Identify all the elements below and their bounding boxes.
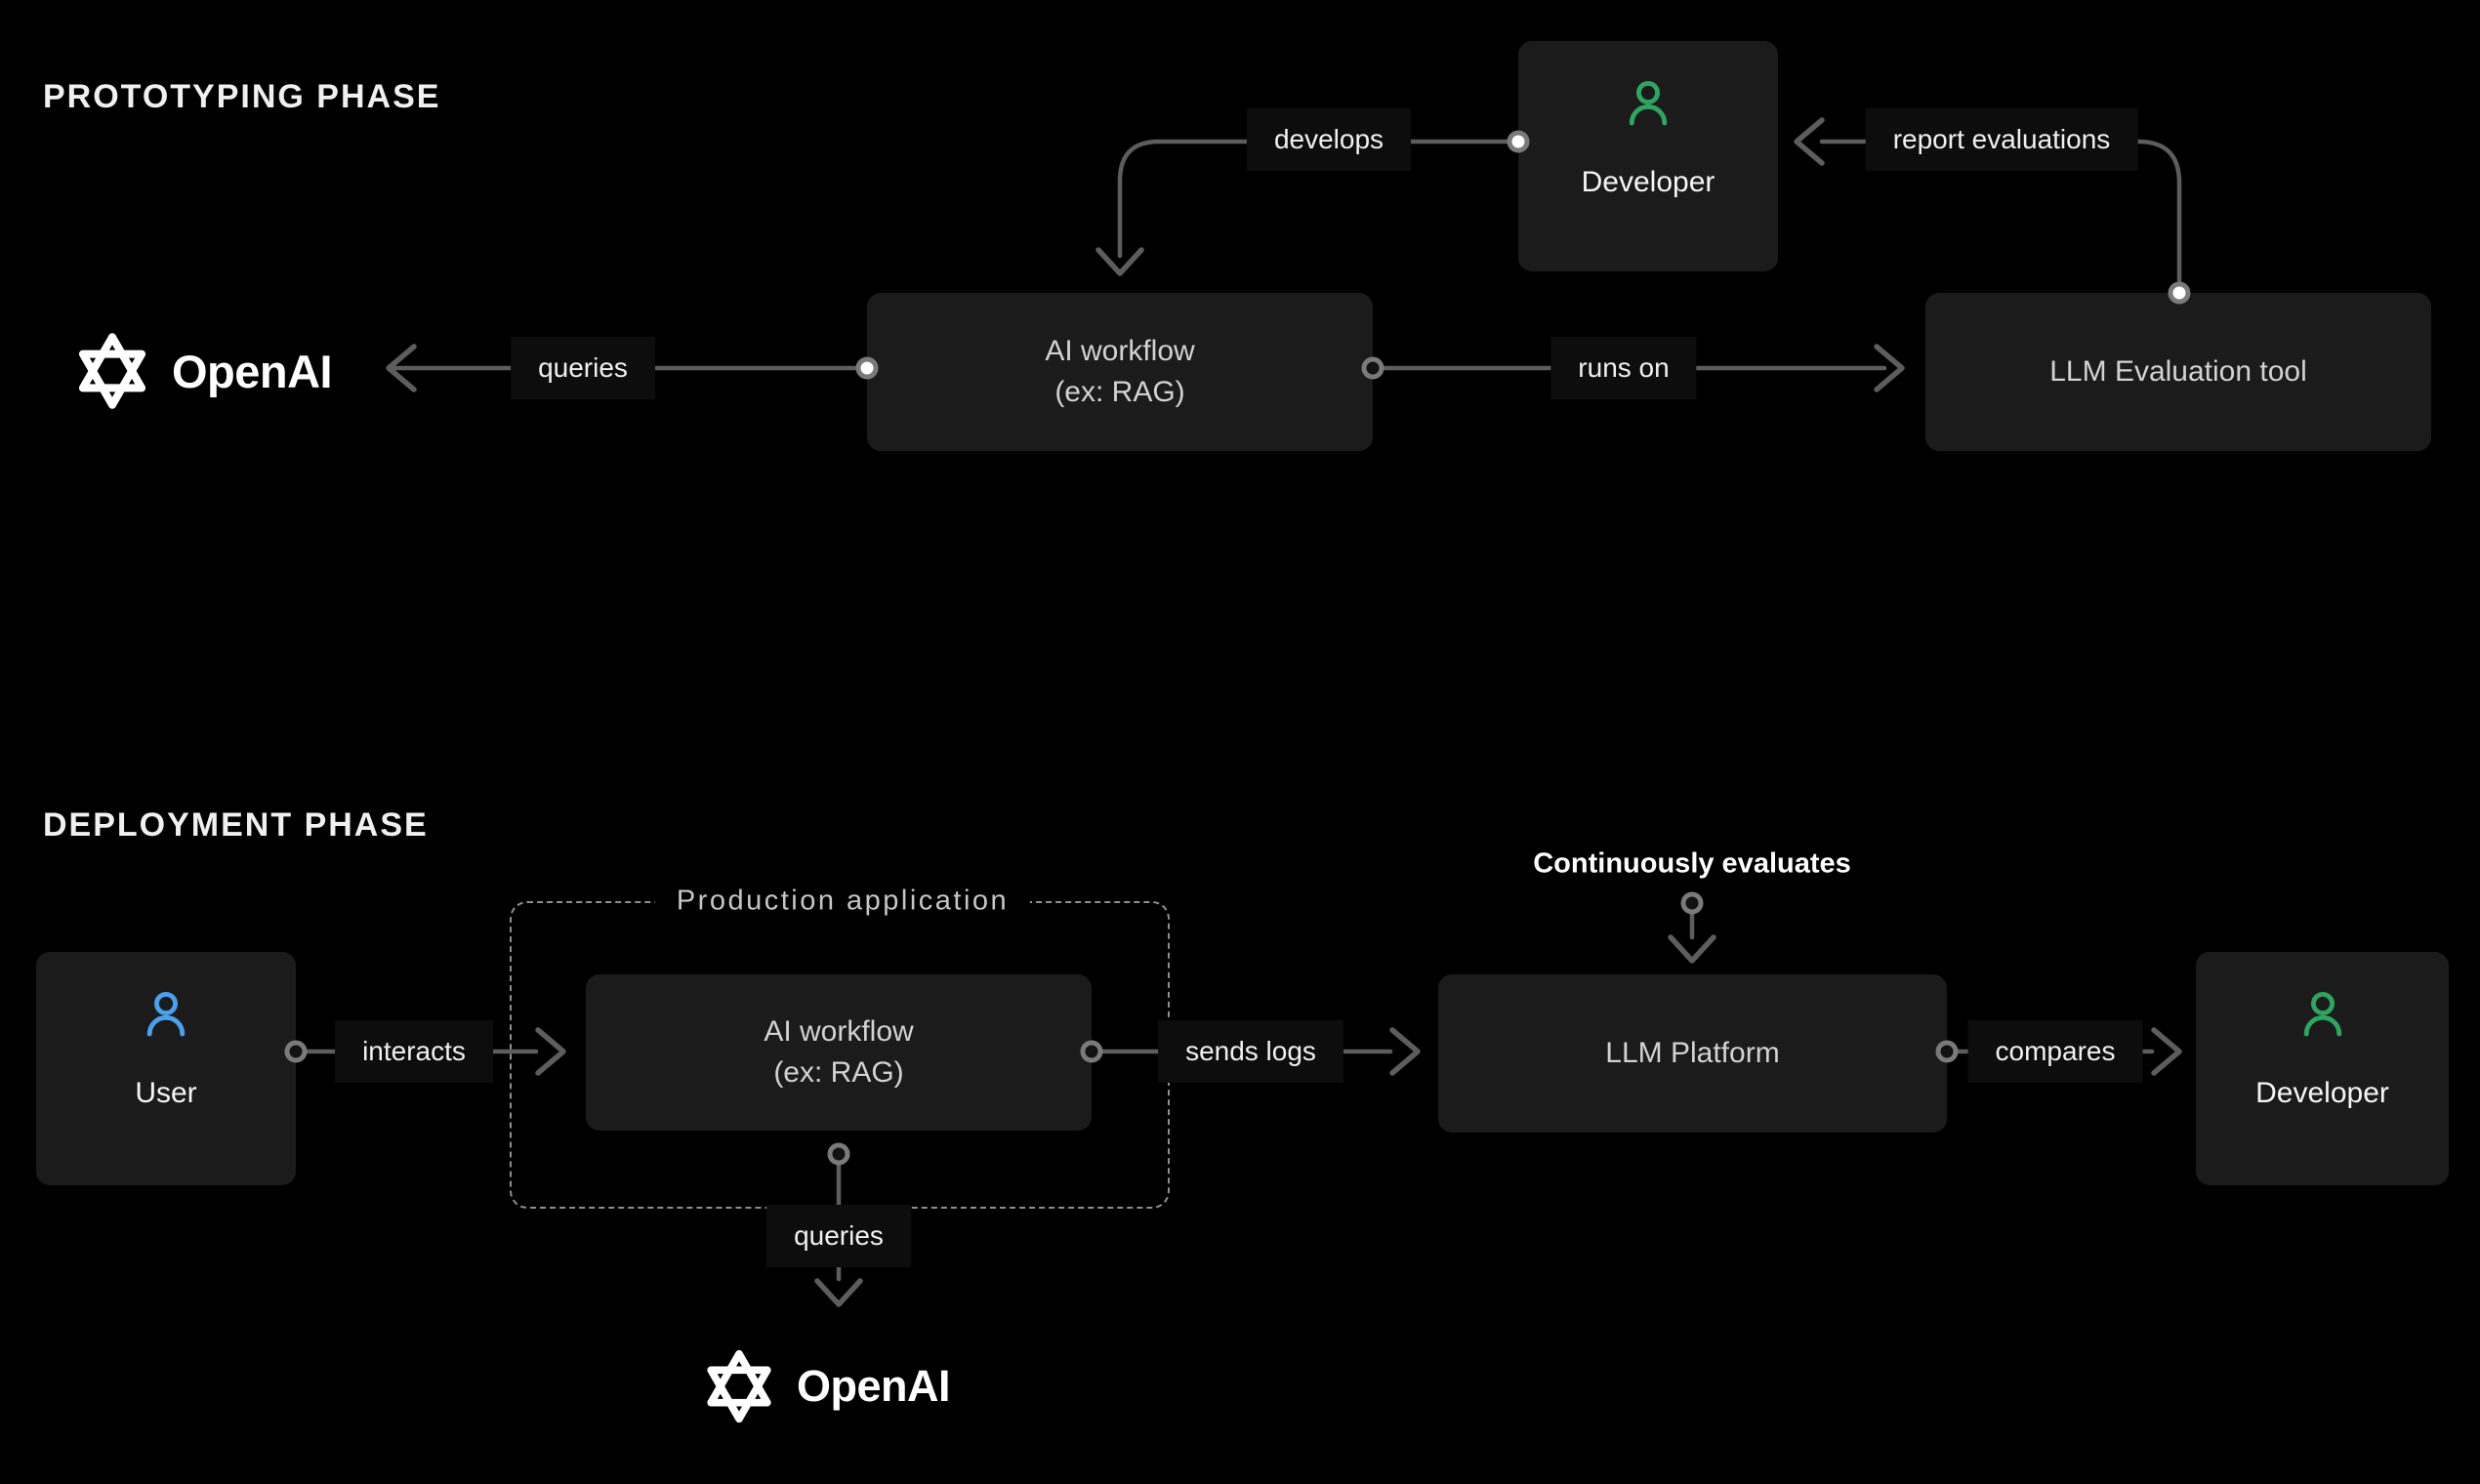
continuously-evaluates-annotation: Continuously evaluates <box>1533 847 1851 880</box>
node-developer-deployment: Developer <box>2196 952 2449 1185</box>
edge-label-develops: develops <box>1246 108 1412 171</box>
node-ai-workflow-prototyping: AI workflow (ex: RAG) <box>867 293 1373 451</box>
edge-label-interacts: interacts <box>335 1020 493 1083</box>
node-label: User <box>135 1077 197 1109</box>
continuously-evaluates-arrowhead <box>1668 934 1716 964</box>
node-llm-evaluation-tool: LLM Evaluation tool <box>1925 293 2431 451</box>
deployment-phase-title: DEPLOYMENT PHASE <box>43 806 429 844</box>
user-person-icon <box>146 992 186 1037</box>
developer-person-icon <box>1629 81 1668 126</box>
edge-label-report-evaluations: report evaluations <box>1865 108 2138 171</box>
report-evaluations-arrowhead <box>1794 117 1825 166</box>
compares-arrowhead <box>2151 1027 2182 1076</box>
node-ai-workflow-deployment: AI workflow (ex: RAG) <box>586 974 1092 1131</box>
prototyping-phase-title: PROTOTYPING PHASE <box>43 78 441 115</box>
develops-arrowhead <box>1095 247 1144 276</box>
edge-label-sends-logs: sends logs <box>1158 1020 1343 1083</box>
openai-mark-icon <box>78 333 146 409</box>
runs-on-arrowhead <box>1874 344 1905 392</box>
openai-wordmark: OpenAI <box>797 1361 951 1411</box>
edge-label-runs-on: runs on <box>1550 337 1697 399</box>
openai-logo-deployment: OpenAI <box>695 1340 951 1433</box>
node-label: Developer <box>2255 1077 2389 1109</box>
developer-person-icon <box>2303 992 2341 1037</box>
node-llm-platform: LLM Platform <box>1438 974 1947 1133</box>
production-application-label: Production application <box>654 881 1031 922</box>
queries-arrowhead <box>814 1278 863 1307</box>
node-label: LLM Platform <box>1605 1037 1780 1069</box>
edge-label-queries-deployment: queries <box>766 1205 911 1267</box>
queries-arrowhead <box>386 344 417 392</box>
node-user: User <box>36 952 296 1185</box>
openai-logo-prototyping: OpenAI <box>66 322 333 420</box>
node-label: AI workflow (ex: RAG) <box>764 1015 914 1089</box>
connector-dot <box>1680 891 1704 915</box>
node-label: Developer <box>1581 166 1715 198</box>
openai-mark-icon <box>707 1349 771 1423</box>
edge-label-compares: compares <box>1967 1020 2143 1083</box>
node-label: LLM Evaluation tool <box>2049 355 2307 388</box>
sends-logs-arrowhead <box>1389 1027 1421 1076</box>
openai-wordmark: OpenAI <box>172 345 333 397</box>
edge-label-queries-prototyping: queries <box>511 337 655 399</box>
node-developer-prototyping: Developer <box>1518 41 1778 271</box>
node-label: AI workflow (ex: RAG) <box>1045 335 1195 408</box>
